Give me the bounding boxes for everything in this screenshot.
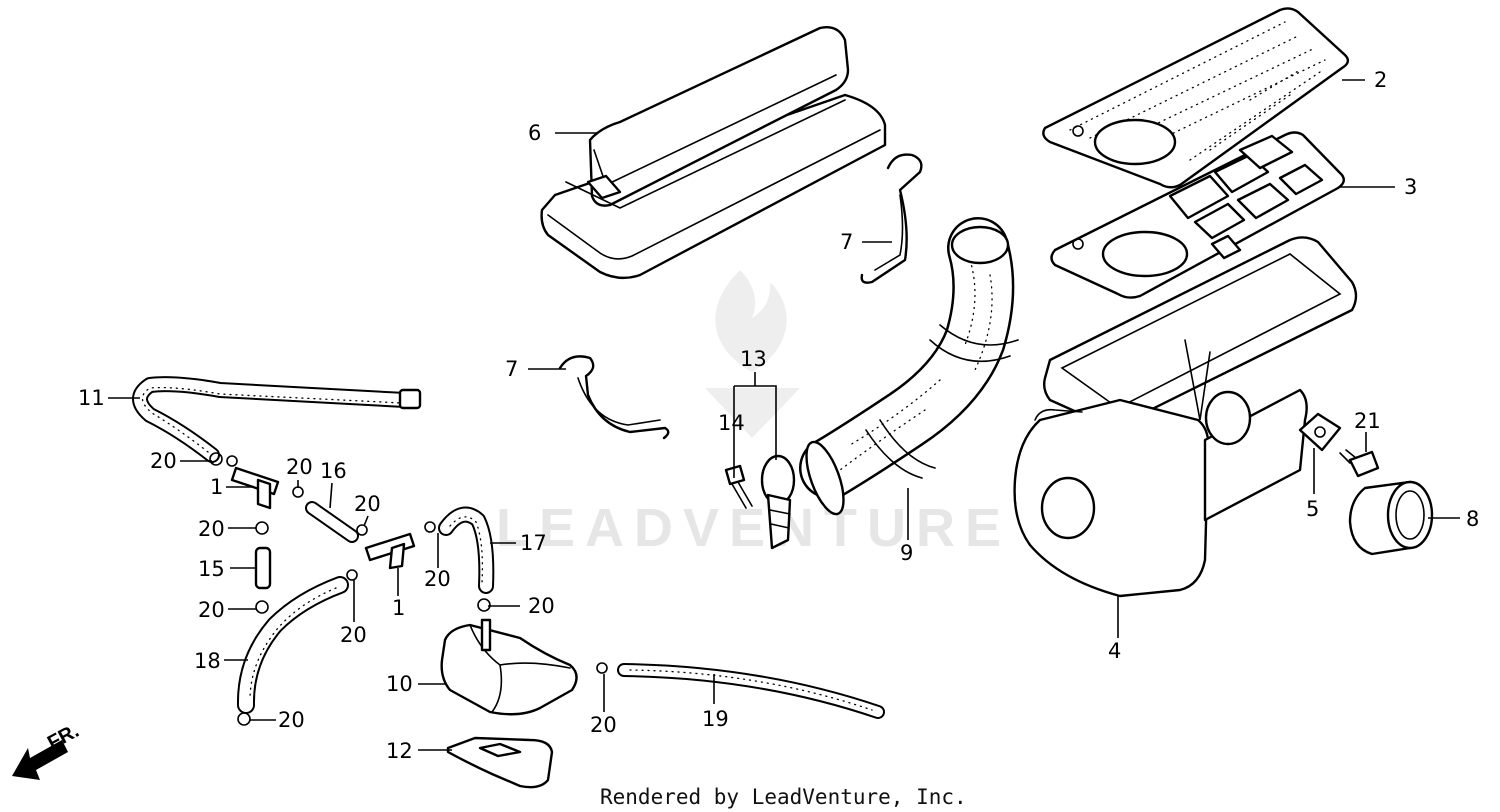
callout-20-j: 20 — [590, 713, 617, 737]
part-1-t-joint-upper — [230, 466, 280, 510]
callout-4: 4 — [1108, 639, 1121, 663]
callout-20-e: 20 — [198, 598, 225, 622]
callout-7-upper: 7 — [840, 230, 853, 254]
part-15-tube — [254, 546, 272, 590]
part-12-bracket — [446, 736, 554, 789]
part-2-filter-element — [1042, 7, 1350, 189]
callout-18: 18 — [194, 649, 221, 673]
part-8-connecting-tube — [1348, 480, 1434, 556]
callout-21: 21 — [1354, 409, 1381, 433]
part-3-filter-holder — [1050, 131, 1345, 299]
callout-15: 15 — [198, 557, 225, 581]
callout-20-g: 20 — [424, 567, 451, 591]
callout-2: 2 — [1374, 68, 1387, 92]
part-1-t-joint-lower — [364, 532, 416, 570]
part-5-clip — [1298, 412, 1342, 452]
callout-labels: 2 3 6 7 7 13 14 11 20 1 20 16 20 20 15 2… — [78, 68, 1479, 763]
callout-20-c: 20 — [354, 492, 381, 516]
part-4-air-cleaner-case — [1013, 236, 1358, 598]
callout-19: 19 — [702, 707, 729, 731]
callout-10: 10 — [386, 672, 413, 696]
leader-lines — [108, 79, 1460, 751]
callout-9: 9 — [900, 541, 913, 565]
part-14-screw — [724, 464, 753, 509]
callout-1-lower: 1 — [392, 596, 405, 620]
callout-20-f: 20 — [278, 708, 305, 732]
callout-20-b: 20 — [286, 455, 313, 479]
callout-8: 8 — [1466, 507, 1479, 531]
callout-17: 17 — [520, 531, 547, 555]
callout-12: 12 — [386, 739, 413, 763]
callout-6: 6 — [528, 121, 541, 145]
part-19-tube — [617, 663, 885, 719]
part-16-hose — [305, 501, 359, 543]
part-7-band-upper — [860, 153, 923, 284]
callout-7-lower: 7 — [505, 357, 518, 381]
callout-3: 3 — [1404, 175, 1417, 199]
callout-1-upper: 1 — [210, 475, 223, 499]
rendered-by-footer: Rendered by LeadVenture, Inc. — [600, 785, 967, 809]
part-10-resonator — [440, 618, 578, 716]
callout-5: 5 — [1306, 497, 1319, 521]
part-20-clips — [209, 452, 608, 726]
part-9-intake-duct — [799, 217, 1019, 516]
callout-11: 11 — [78, 386, 105, 410]
callout-20-i: 20 — [528, 594, 555, 618]
part-11-breather-hose — [132, 376, 422, 463]
callout-20-a: 20 — [150, 449, 177, 473]
part-18-drain-hose — [236, 576, 349, 714]
callout-16: 16 — [320, 459, 347, 483]
callout-20-h: 20 — [340, 623, 367, 647]
callout-14: 14 — [718, 411, 745, 435]
part-13-hose-clamp — [760, 454, 796, 550]
front-direction-arrow: FR. — [12, 720, 83, 780]
part-21-bolt — [1339, 449, 1380, 478]
part-7-band-lower — [558, 355, 670, 440]
callout-13: 13 — [740, 347, 767, 371]
watermark-text: LEADVENTURE — [496, 498, 1011, 558]
part-17-hose — [438, 506, 495, 594]
part-6-air-cleaner-cover — [540, 26, 887, 280]
callout-20-d: 20 — [198, 517, 225, 541]
